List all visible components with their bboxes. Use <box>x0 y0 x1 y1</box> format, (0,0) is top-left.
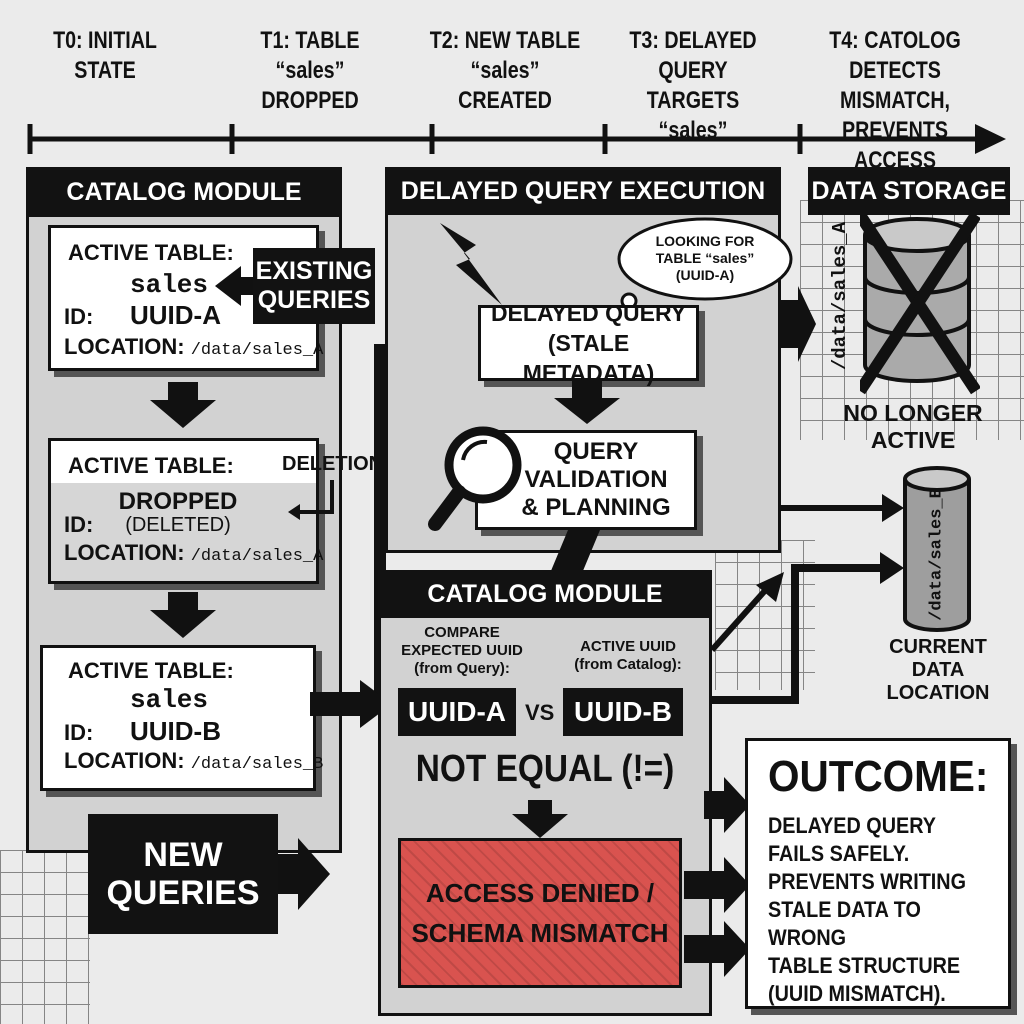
active-table-label: ACTIVE TABLE: <box>68 240 234 265</box>
table-name: sales <box>130 270 209 300</box>
location-value: /data/sales_A <box>190 341 324 360</box>
location-label-text: LOCATION: <box>64 540 185 565</box>
catalog-module-left-title: CATALOG MODULE <box>26 167 342 217</box>
location-value: /data/sales_A <box>190 547 324 566</box>
down-arrow <box>554 380 620 424</box>
new-queries-box: NEW QUERIES <box>88 814 278 934</box>
location-label-text: LOCATION: <box>64 748 185 773</box>
grid-pattern <box>0 850 90 1024</box>
uuid-b-badge: UUID-B <box>563 688 683 736</box>
down-arrow <box>150 592 216 638</box>
delayed-query-box: DELAYED QUERY (STALE METADATA) <box>478 300 699 386</box>
outcome-arrows <box>684 777 750 977</box>
database-b-label: /data/sales_B <box>927 488 947 621</box>
timeline-axis <box>27 124 1006 154</box>
location-label: LOCATION: /data/sales_B <box>64 748 323 774</box>
table-id: UUID-B <box>130 716 221 746</box>
current-data-location-label: CURRENT DATA LOCATION <box>886 636 990 704</box>
active-table-label: ACTIVE TABLE: <box>68 453 234 478</box>
existing-queries-box: EXISTING QUERIES <box>253 248 375 324</box>
down-arrow <box>512 800 568 838</box>
new-queries-arrow <box>278 838 330 910</box>
thought-bubble-icon <box>608 217 793 315</box>
storage-arrows <box>709 286 904 704</box>
vs-label: VS <box>525 700 555 725</box>
deleted-label: (DELETED) <box>125 514 231 536</box>
timeline-label-t3: T3: DELAYED QUERY TARGETS “sales” <box>629 27 757 144</box>
delayed-execution-title: DELAYED QUERY EXECUTION <box>385 167 781 215</box>
existing-queries-arrow <box>215 266 275 306</box>
outcome-text: DELAYED QUERY FAILS SAFELY. PREVENTS WRI… <box>768 813 967 1006</box>
outcome-title: OUTCOME: <box>768 752 989 801</box>
not-equal-label: NOT EQUAL (!=) <box>415 748 675 790</box>
location-label: LOCATION: /data/sales_A <box>64 334 323 360</box>
down-arrow <box>150 382 216 428</box>
active-uuid-label: ACTIVE UUID (from Catalog): <box>574 638 682 673</box>
table-card-new <box>40 645 316 791</box>
uuid-a-badge: UUID-A <box>398 688 516 736</box>
data-storage-title: DATA STORAGE <box>808 167 1010 215</box>
id-label: ID: <box>64 720 94 745</box>
timeline-label-t1: T1: TABLE “sales” DROPPED <box>260 27 360 114</box>
active-table-label: ACTIVE TABLE: <box>68 658 234 683</box>
catalog-module-right-title: CATALOG MODULE <box>378 570 712 618</box>
connector <box>548 530 600 578</box>
id-label: ID: <box>64 512 94 537</box>
no-longer-active-label: NO LONGER ACTIVE <box>843 400 983 453</box>
deletion-label: DELETION <box>282 453 384 475</box>
thought-text: LOOKING FOR TABLE “sales” (UUID-A) <box>655 233 755 283</box>
table-id: UUID-A <box>130 300 221 330</box>
location-label-text: LOCATION: <box>64 334 185 359</box>
magnifier-icon <box>428 426 522 531</box>
database-a-icon <box>860 215 980 395</box>
table-name: sales <box>130 685 209 715</box>
timeline-label-t4: T4: CATOLOG DETECTS MISMATCH, PREVENTS A… <box>829 27 961 174</box>
outcome-box <box>745 738 1011 1009</box>
lightning-icon <box>440 223 502 305</box>
compare-label: COMPARE EXPECTED UUID (from Query): <box>401 624 523 677</box>
database-b-icon <box>903 466 971 632</box>
location-label: LOCATION: /data/sales_A <box>64 540 323 566</box>
deletion-arrow <box>288 480 334 520</box>
timeline-label-t0: T0: INITIAL STATE <box>53 27 157 84</box>
id-label: ID: <box>64 304 94 329</box>
card-top-strip <box>51 441 316 483</box>
dropped-label: DROPPED <box>118 488 238 515</box>
access-denied-box: ACCESS DENIED / SCHEMA MISMATCH <box>398 838 682 988</box>
timeline-label-t2: T2: NEW TABLE “sales” CREATED <box>429 27 581 114</box>
location-value: /data/sales_B <box>190 755 324 774</box>
